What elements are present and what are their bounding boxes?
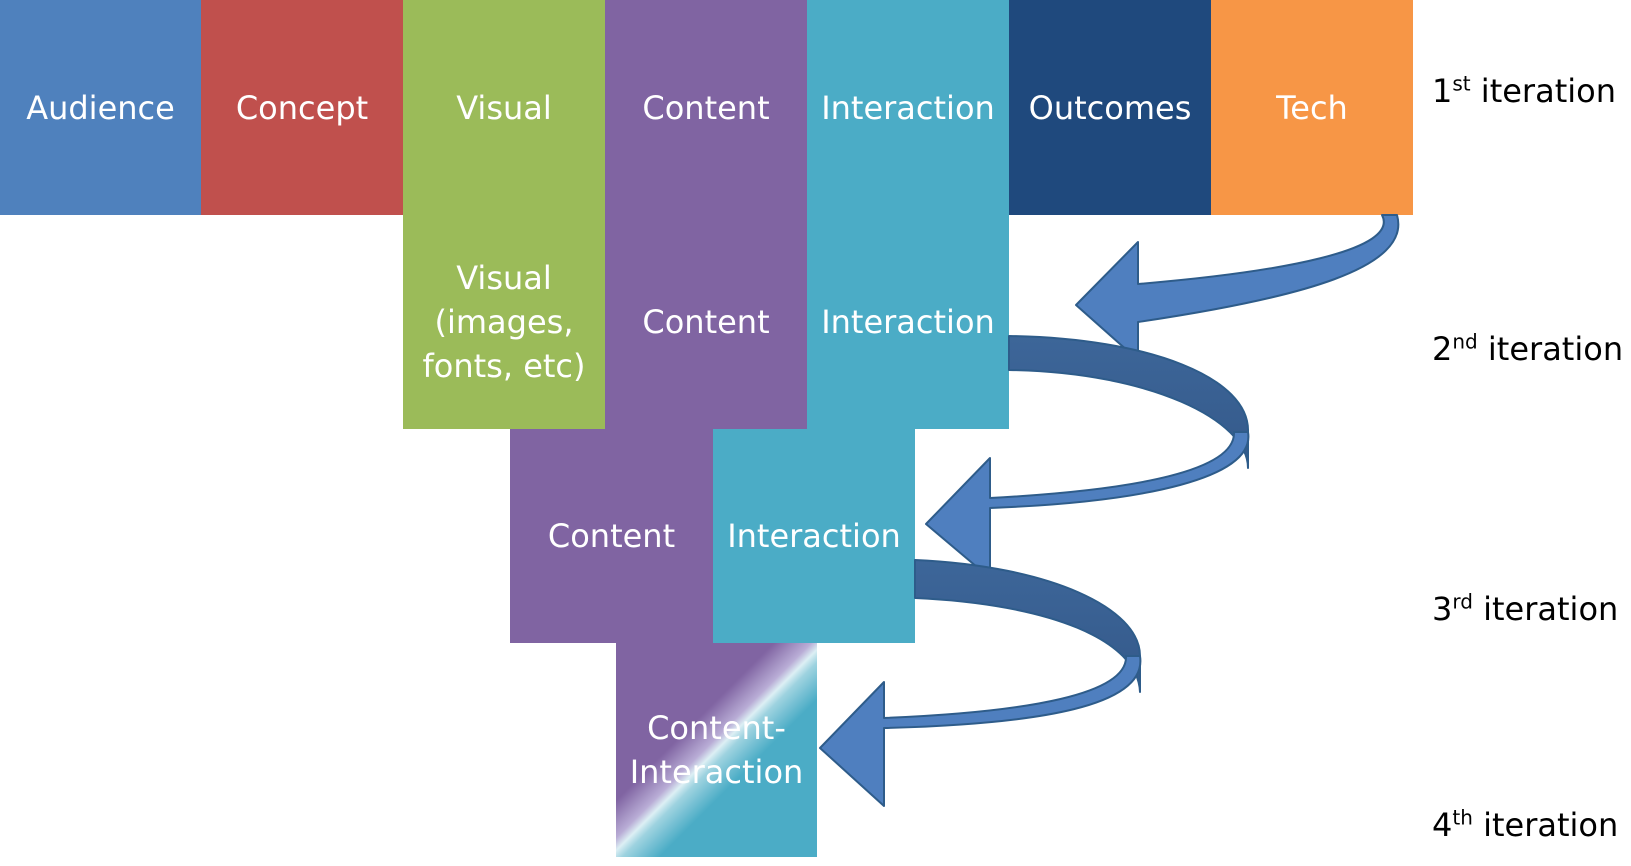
content-label-row3: Content [547,517,676,555]
content-block-row2: Content [605,215,807,429]
interaction-label-row1: Interaction [821,88,995,127]
outcomes-label: Outcomes [1028,88,1192,127]
iteration-number-3: 3 [1432,590,1453,628]
interaction-label-row3: Interaction [727,517,901,555]
content-interaction-block: Content- Interaction [616,643,817,857]
iteration-text-2: iteration [1487,330,1624,368]
iteration-number-2: 2 [1432,330,1453,368]
iteration-number-4: 4 [1432,806,1453,844]
curved-arrow-icon [914,559,1141,693]
audience-block: Audience [0,0,201,215]
curved-arrow-icon [925,431,1250,579]
iteration-label-1: 1st iteration [1432,72,1616,110]
iteration-suffix-3: rd [1452,589,1473,614]
iteration-suffix-4: th [1452,805,1473,830]
content-block-row3: Content [510,429,713,643]
iteration-label-3: 3rd iteration [1432,590,1618,628]
iteration-label-2: 2nd iteration [1432,330,1623,368]
visual-block-row1: Visual [403,0,605,215]
curved-arrow-icon [819,655,1142,807]
visual-label-row2: Visual (images, fonts, etc) [422,259,586,385]
iteration-suffix-2: nd [1452,329,1478,354]
concept-block: Concept [201,0,403,215]
visual-label-row1: Visual [456,88,552,127]
content-label-row1: Content [642,88,770,127]
visual-block-row2: Visual (images, fonts, etc) [403,215,605,429]
interaction-block-row2: Interaction [807,215,1009,429]
tech-block: Tech [1211,0,1413,215]
iteration-suffix-1: st [1452,71,1471,96]
iteration-number-1: 1 [1432,72,1453,110]
content-label-row2: Content [642,303,770,341]
interaction-block-row1: Interaction [807,0,1009,215]
curved-arrow-icon [1008,335,1250,469]
iteration-label-4: 4th iteration [1432,806,1618,844]
audience-label: Audience [26,88,175,127]
interaction-label-row2: Interaction [821,303,995,341]
curved-arrow-icon [1075,214,1400,361]
outcomes-block: Outcomes [1009,0,1211,215]
concept-label: Concept [235,88,369,127]
interaction-block-row3: Interaction [713,429,915,643]
tech-label: Tech [1276,88,1348,127]
iteration-text-4: iteration [1483,806,1619,844]
content-interaction-label: Content- Interaction [629,709,804,791]
iteration-text-3: iteration [1483,590,1619,628]
content-block-row1: Content [605,0,807,215]
iteration-text-1: iteration [1480,72,1616,110]
